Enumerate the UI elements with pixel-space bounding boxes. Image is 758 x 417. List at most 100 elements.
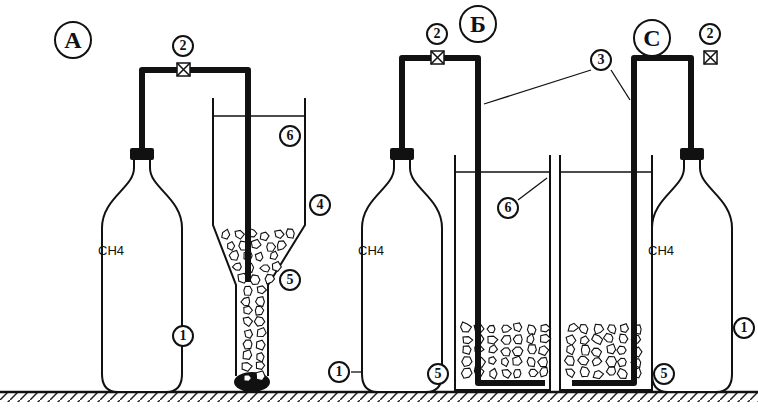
gas-bottle: CH4 — [358, 148, 446, 392]
callout-number: 2 — [699, 23, 721, 45]
callout-number: 4 — [309, 194, 331, 216]
bottle-outline — [648, 148, 736, 392]
stone — [527, 334, 534, 344]
stone — [514, 369, 521, 377]
stone — [502, 370, 511, 379]
stone — [618, 358, 627, 366]
stone — [591, 348, 601, 357]
stone — [528, 345, 537, 354]
setup-letter: Б — [459, 5, 497, 43]
stone — [606, 367, 615, 375]
valve — [177, 51, 717, 76]
stone — [514, 323, 522, 332]
bottle-cap — [130, 148, 154, 160]
stone — [275, 230, 284, 238]
stone — [593, 371, 603, 379]
callout-number: 5 — [279, 269, 301, 291]
stone — [513, 356, 522, 365]
stone — [267, 243, 276, 251]
stone — [568, 323, 578, 331]
stone — [250, 275, 260, 285]
stone — [501, 348, 511, 356]
stone — [229, 251, 238, 261]
bottle-outline — [358, 148, 446, 392]
stone — [255, 252, 263, 261]
stone — [461, 368, 472, 378]
stone — [489, 357, 496, 365]
bottle-outline — [98, 148, 186, 392]
stone — [581, 345, 589, 355]
stones — [222, 228, 295, 381]
callout-number: 3 — [590, 49, 612, 71]
stone — [540, 367, 548, 377]
setup-letter: А — [54, 21, 92, 59]
callout-number: 2 — [172, 35, 194, 57]
stone — [580, 367, 589, 377]
stone — [592, 334, 603, 344]
stone — [580, 336, 589, 344]
callout-number: 5 — [427, 363, 449, 385]
stone — [512, 347, 523, 356]
stone — [270, 251, 277, 259]
stone — [260, 265, 270, 272]
stone — [243, 317, 252, 326]
stone — [254, 317, 264, 326]
bottle-label: CH4 — [648, 243, 674, 258]
stone — [257, 286, 266, 294]
stone — [251, 239, 261, 248]
stone — [566, 335, 576, 345]
callout-number: 2 — [426, 23, 448, 45]
stone — [245, 330, 253, 339]
stone — [286, 229, 294, 238]
stone — [489, 345, 498, 353]
bottle-body — [652, 158, 732, 392]
stone — [619, 334, 627, 343]
leader-lines — [160, 70, 733, 372]
stone — [260, 232, 269, 240]
ground-hatching — [0, 393, 758, 402]
stone — [565, 356, 575, 366]
callout-number: 6 — [279, 125, 301, 147]
stone — [277, 241, 286, 250]
callout-number: 1 — [328, 361, 350, 383]
stone — [607, 344, 616, 354]
stone — [541, 334, 551, 342]
stone — [256, 371, 265, 381]
stone — [538, 357, 548, 366]
callout-number: 1 — [172, 325, 194, 347]
stone — [461, 322, 472, 332]
stone — [603, 333, 612, 342]
stone — [578, 356, 589, 365]
stone — [222, 229, 230, 239]
stone — [243, 350, 252, 360]
stone — [235, 230, 244, 239]
stone — [257, 353, 264, 362]
stone — [541, 324, 551, 331]
stone — [617, 369, 627, 379]
stone — [462, 357, 472, 367]
stone — [228, 242, 235, 251]
stone — [592, 358, 601, 366]
stone — [265, 274, 274, 284]
callout-number: 6 — [497, 197, 519, 219]
bottle-cap — [390, 148, 414, 160]
stone — [257, 328, 266, 337]
bottle-cap — [680, 148, 704, 160]
stone — [256, 362, 264, 370]
stone — [501, 335, 511, 344]
stone — [566, 369, 575, 377]
stone — [579, 325, 588, 334]
setup-letter: С — [633, 19, 671, 57]
stone — [539, 346, 549, 356]
vessel-a — [213, 98, 305, 376]
callout-number: 5 — [653, 363, 675, 385]
stone — [513, 335, 522, 344]
bottle-body — [102, 158, 182, 392]
stone — [256, 297, 265, 307]
stone — [488, 336, 498, 344]
stone — [244, 375, 252, 382]
stone — [606, 357, 617, 367]
stone — [244, 286, 252, 295]
stone — [620, 324, 628, 333]
beakers — [455, 155, 652, 390]
